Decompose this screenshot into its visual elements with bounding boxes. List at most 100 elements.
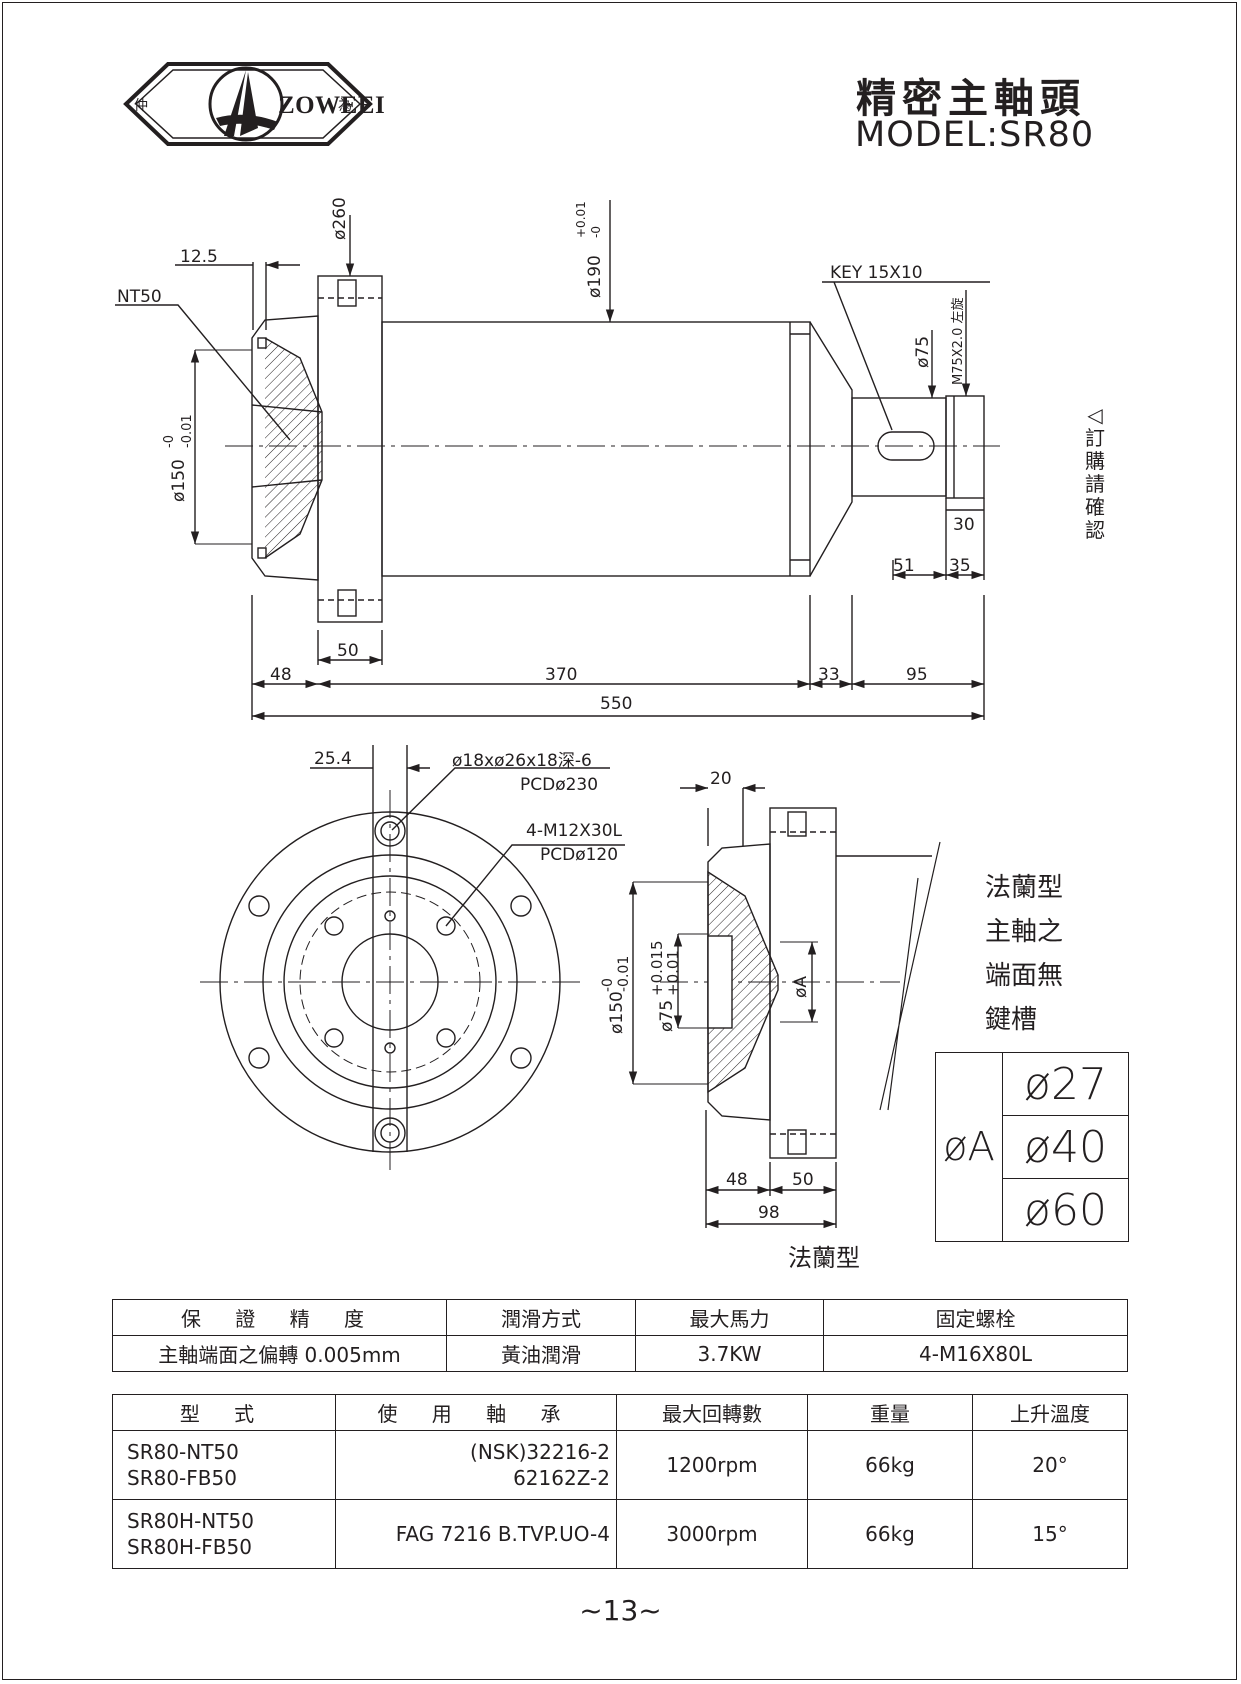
model-name: SR80H-NT50	[127, 1509, 254, 1533]
dim-51: 51	[893, 556, 915, 576]
dim-d150-tol-top: -0	[162, 435, 177, 448]
dim-d150-tol-bot: -0.01	[180, 414, 195, 448]
page-title: 精密主軸頭	[856, 76, 1086, 122]
technical-drawing: 12.5 NT50 ø260 ø190 +0.01 -0 ø150 -0 -0.…	[115, 197, 1000, 1229]
dim-12-5: 12.5	[180, 247, 218, 267]
spec-table-general: 保 證 精 度 潤滑方式 最大馬力 固定螺栓 主軸端面之偏轉 0.005mm 黃…	[112, 1299, 1128, 1372]
model-name: SR80H-FB50	[127, 1535, 252, 1559]
model-cell: SR80-NT50 SR80-FB50	[112, 1430, 336, 1500]
dim-flange-50: 50	[792, 1170, 814, 1190]
header-accuracy: 保 證 精 度	[112, 1299, 447, 1336]
dim-flange-d75: ø75	[657, 1000, 677, 1032]
dim-48: 48	[270, 665, 292, 685]
dim-flange-d75-tol-top: +0.015	[648, 940, 666, 996]
order-note-char: 請	[1085, 472, 1105, 496]
value-bolts: 4-M16X80L	[823, 1335, 1128, 1372]
hole1-spec: ø18xø26x18深-6	[452, 751, 592, 771]
value-accuracy: 主軸端面之偏轉 0.005mm	[112, 1335, 447, 1372]
header-max-power: 最大馬力	[635, 1299, 824, 1336]
dim-95: 95	[906, 665, 928, 685]
header-max-rpm: 最大回轉數	[616, 1394, 808, 1431]
brand-logo: 仲 為	[123, 62, 373, 146]
dim-flange-d150-tol-top: -0	[600, 978, 616, 992]
dim-550: 550	[600, 694, 632, 714]
dim-flange-48: 48	[726, 1170, 748, 1190]
dim-20: 20	[710, 769, 732, 789]
dim-25-4: 25.4	[314, 749, 352, 769]
table-row: SR80-NT50 SR80-FB50 (NSK)32216-2 62162Z-…	[112, 1430, 1128, 1500]
flange-note-line: 端面無	[985, 961, 1064, 991]
phi-a-value: ø27	[1002, 1052, 1129, 1116]
temp-cell: 20°	[972, 1430, 1128, 1500]
spec-table-models: 型 式 使 用 軸 承 最大回轉數 重量 上升溫度 SR80-NT50 SR80…	[112, 1394, 1128, 1569]
dim-flange-d150: ø150	[607, 991, 627, 1034]
logo-char-left: 仲	[134, 98, 148, 114]
dim-flange-d150-tol-bot: -0.01	[616, 956, 632, 992]
flange-note-line: 主軸之	[985, 917, 1064, 947]
temp-cell: 15°	[972, 1499, 1128, 1569]
rpm-cell: 1200rpm	[616, 1430, 808, 1500]
pcd1: PCDø230	[520, 775, 598, 795]
dim-d150: ø150	[169, 459, 189, 502]
flange-note: 法蘭型 主軸之 端面無 鍵槽	[985, 866, 1063, 1042]
logo-char-right: 為	[338, 98, 352, 114]
brand-name: ZOWEEI	[278, 92, 386, 119]
dim-d190-tol-top: +0.01	[574, 201, 588, 238]
value-lubrication: 黃油潤滑	[446, 1335, 636, 1372]
bearing-name: (NSK)32216-2	[470, 1440, 610, 1464]
header-temp-rise: 上升溫度	[972, 1394, 1128, 1431]
rpm-cell: 3000rpm	[616, 1499, 808, 1569]
phi-a-value: ø40	[1002, 1115, 1129, 1179]
dim-d75: ø75	[913, 336, 933, 368]
dim-35: 35	[949, 556, 971, 576]
bearing-name: 62162Z-2	[513, 1466, 610, 1490]
dim-flange-d75-tol-bot: +0.01	[664, 950, 682, 996]
dim-d260: ø260	[330, 197, 350, 240]
model-title: MODEL:SR80	[855, 115, 1095, 155]
order-note-char: 確	[1085, 495, 1105, 519]
front-view	[200, 745, 625, 1170]
dim-thread: M75X2.0 左旋	[951, 298, 966, 385]
flange-view-labels: 20 ø150 -0 -0.01 ø75 +0.015 +0.01 øA 48 …	[600, 769, 814, 1223]
bearing-cell: (NSK)32216-2 62162Z-2	[335, 1430, 617, 1500]
phi-a-table: øA ø27 ø40 ø60	[935, 1052, 1129, 1242]
model-cell: SR80H-NT50 SR80H-FB50	[112, 1499, 336, 1569]
phi-a-label: øA	[935, 1052, 1003, 1242]
page-number: ~13~	[579, 1594, 662, 1627]
dim-flange-da: øA	[791, 976, 811, 998]
flange-view	[628, 783, 941, 1229]
value-max-power: 3.7KW	[635, 1335, 824, 1372]
header-bearing: 使 用 軸 承	[335, 1394, 617, 1431]
order-note-char: 購	[1085, 449, 1105, 473]
order-note-marker: ◁	[1087, 403, 1103, 427]
front-view-labels: 25.4 ø18xø26x18深-6 PCDø230 4-M12X30L PCD…	[314, 749, 623, 865]
table-row: SR80H-NT50 SR80H-FB50 FAG 7216 B.TVP.UO-…	[112, 1499, 1128, 1569]
weight-cell: 66kg	[807, 1430, 973, 1500]
flange-note-line: 法蘭型	[985, 873, 1064, 903]
dim-d190-tol-bot: -0	[589, 226, 603, 238]
dim-d190: ø190	[585, 255, 605, 298]
dim-33: 33	[818, 665, 840, 685]
dim-30: 30	[953, 515, 975, 535]
model-name: SR80-FB50	[127, 1466, 237, 1490]
weight-cell: 66kg	[807, 1499, 973, 1569]
bearing-cell: FAG 7216 B.TVP.UO-4	[335, 1499, 617, 1569]
order-note-char: 認	[1085, 518, 1105, 542]
header-weight: 重量	[807, 1394, 973, 1431]
hole2-spec: 4-M12X30L	[526, 821, 623, 841]
header-bolts: 固定螺栓	[823, 1299, 1128, 1336]
dim-key: KEY 15X10	[830, 263, 923, 283]
header-model: 型 式	[112, 1394, 336, 1431]
dim-50: 50	[337, 641, 359, 661]
phi-a-value: ø60	[1002, 1178, 1129, 1242]
dim-370: 370	[545, 665, 577, 685]
dim-flange-98: 98	[758, 1203, 780, 1223]
model-name: SR80-NT50	[127, 1440, 239, 1464]
header-lubrication: 潤滑方式	[446, 1299, 636, 1336]
order-note-char: 訂	[1085, 426, 1105, 450]
side-view	[115, 200, 1000, 721]
order-note: ◁ 訂 購 請 確 認	[1082, 404, 1108, 542]
pcd2: PCDø120	[540, 845, 618, 865]
side-view-labels: 12.5 NT50 ø260 ø190 +0.01 -0 ø150 -0 -0.…	[117, 197, 975, 714]
